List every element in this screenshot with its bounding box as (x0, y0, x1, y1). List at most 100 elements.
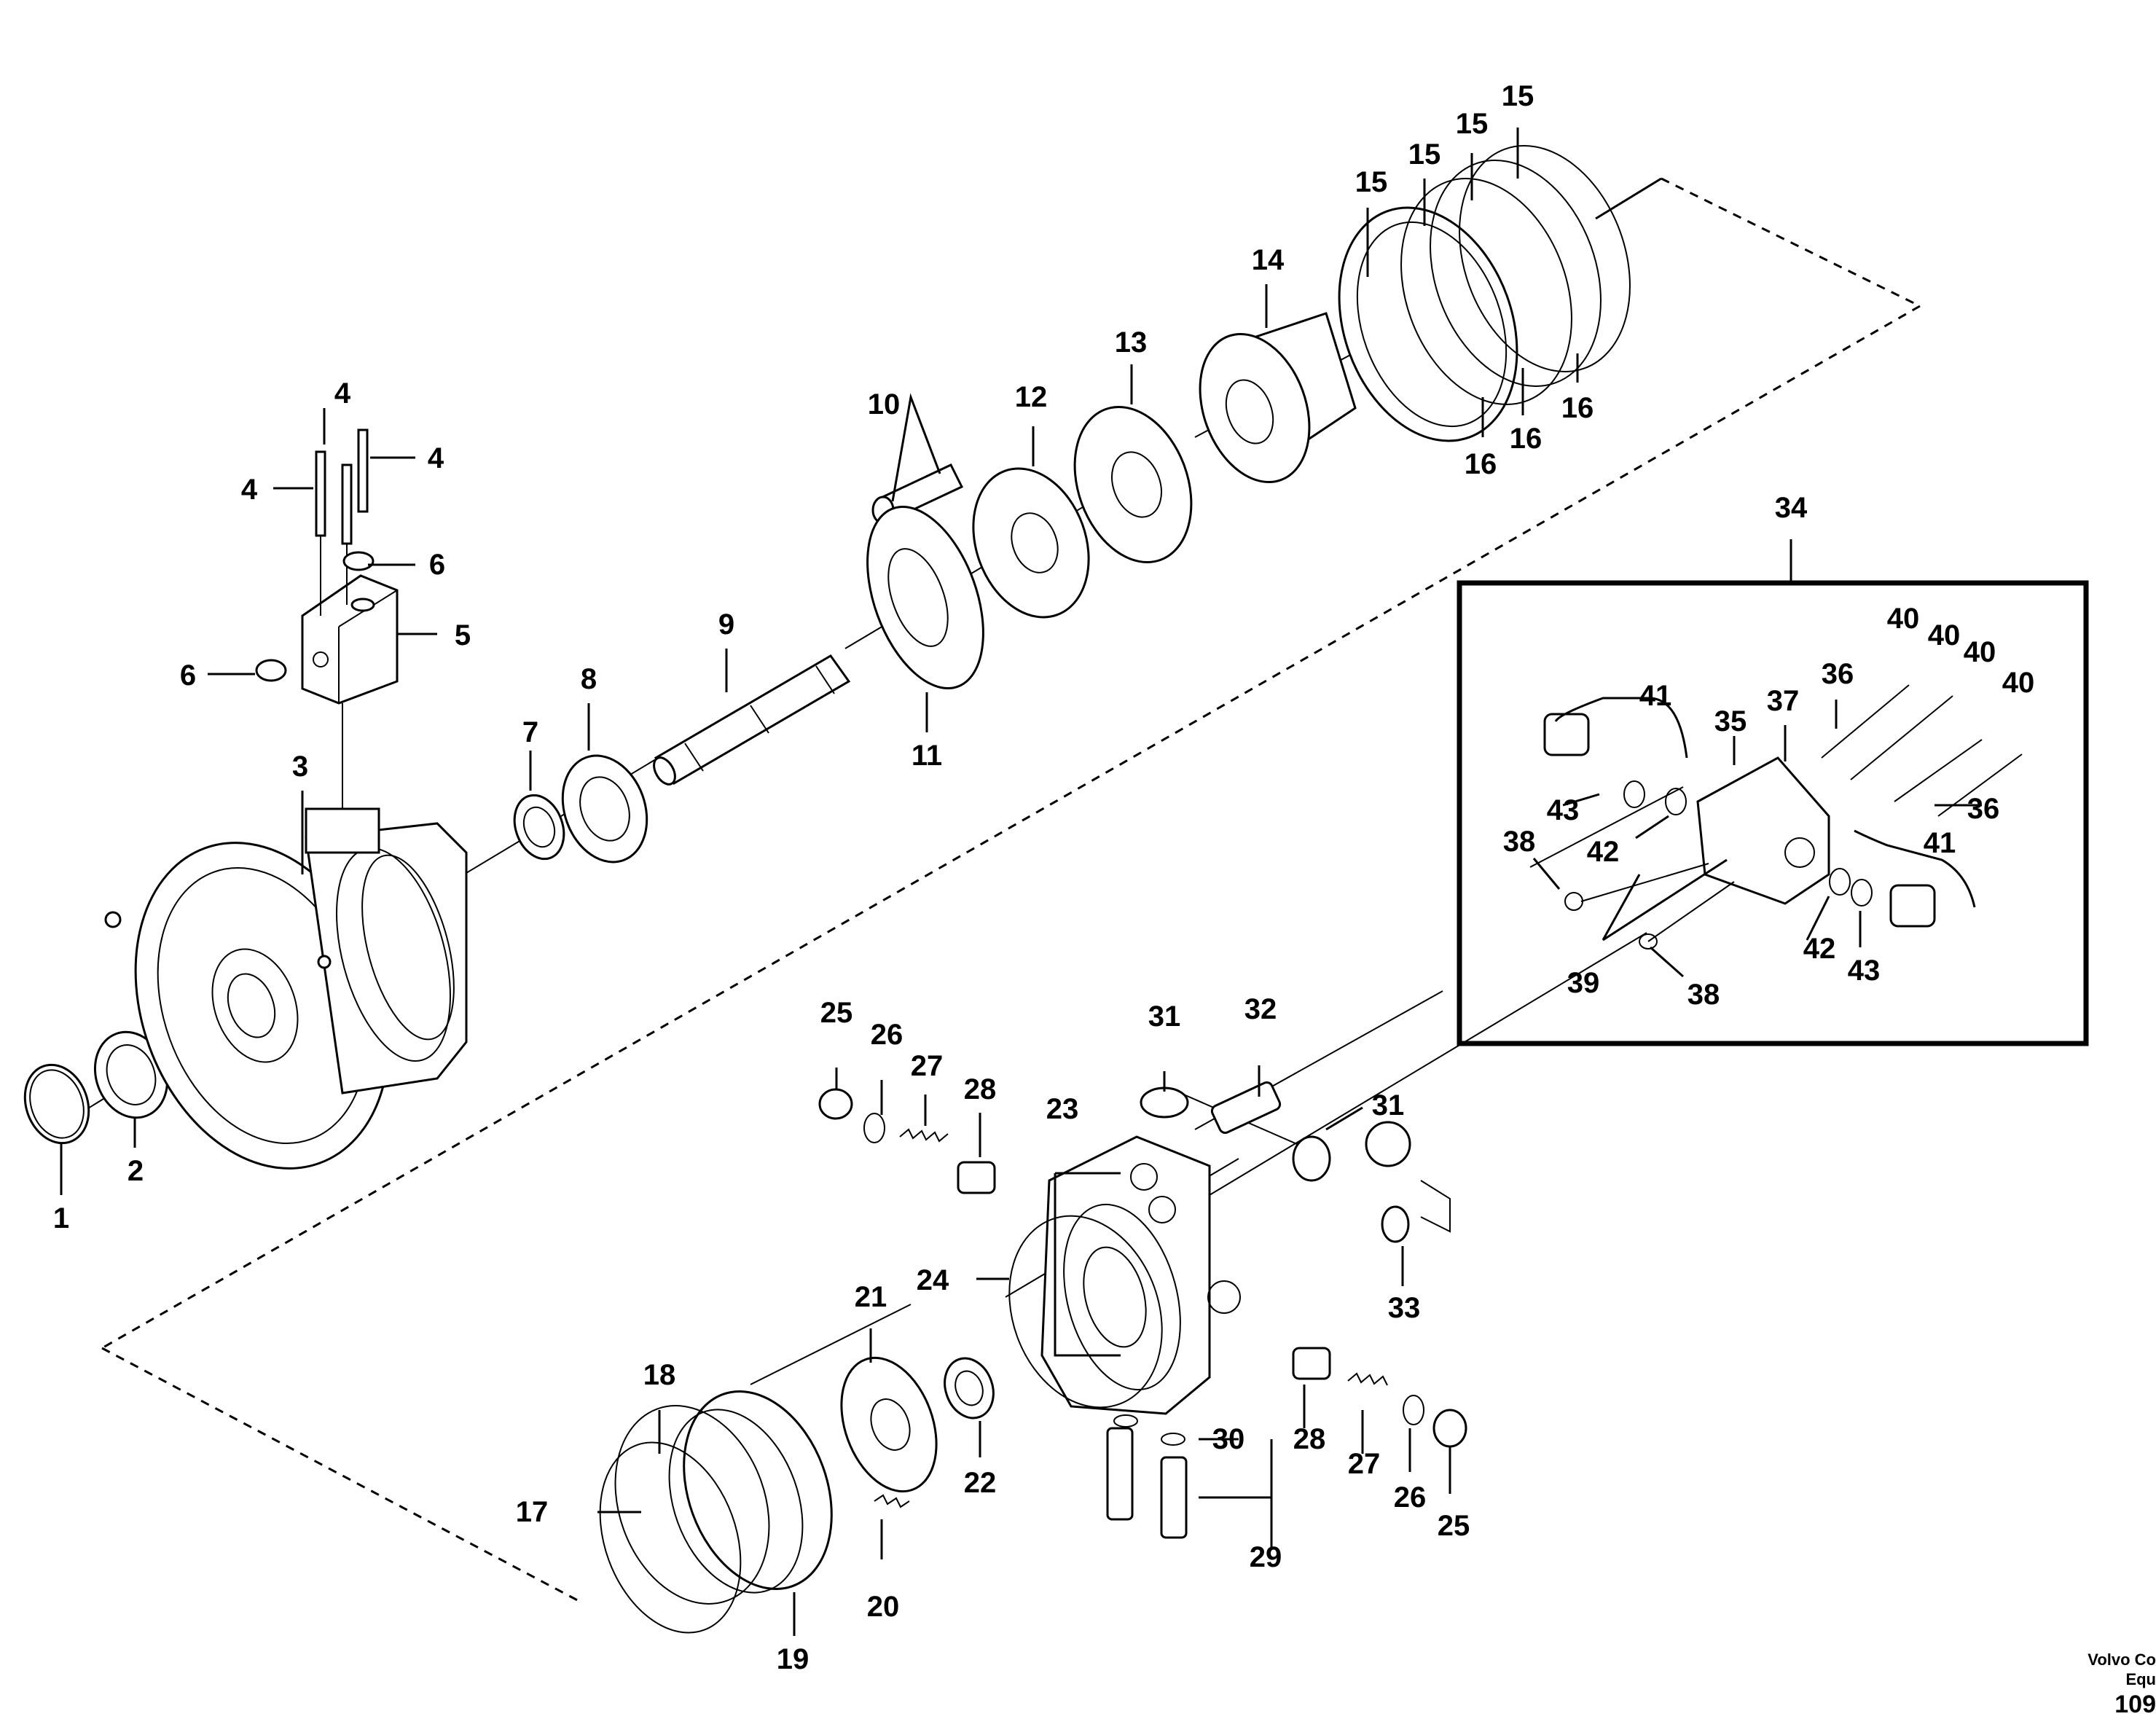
callout-1: 1 (53, 1202, 69, 1234)
callout-42a: 42 (1587, 836, 1620, 868)
callout-14: 14 (1252, 244, 1285, 276)
callout-16b: 16 (1510, 423, 1542, 455)
cylinder-block-part-14 (1199, 312, 1357, 484)
spool-part-28 (957, 1161, 1331, 1380)
callout-6a: 6 (429, 549, 445, 581)
seal-ring-part-18 (614, 1405, 770, 1605)
callout-16a: 16 (1465, 448, 1497, 480)
o-ring-part-24 (1008, 1215, 1163, 1409)
assembly-boundary (101, 177, 1921, 1605)
callout-15a: 15 (1355, 166, 1388, 198)
cartridge-part-29 (1106, 1427, 1188, 1539)
callout-32: 32 (1244, 993, 1277, 1025)
leader-lines (60, 128, 1982, 1636)
rear-cover-part-23 (1040, 1135, 1241, 1415)
callout-28b: 28 (1293, 1423, 1326, 1455)
callout-10: 10 (868, 388, 901, 420)
callout-2: 2 (128, 1155, 144, 1187)
snap-ring-part-1 (23, 1063, 90, 1145)
plugs-part-6 (255, 551, 375, 682)
callout-26b: 26 (1394, 1481, 1427, 1514)
callout-41b: 41 (1924, 827, 1956, 859)
callout-26a: 26 (871, 1019, 903, 1051)
spring-part-27 (899, 1128, 1388, 1386)
callout-8: 8 (581, 663, 597, 695)
callout-33: 33 (1388, 1292, 1421, 1324)
callout-29: 29 (1250, 1541, 1282, 1573)
callout-40b: 40 (1928, 619, 1961, 651)
callout-36a: 36 (1822, 658, 1854, 690)
callout-27b: 27 (1348, 1448, 1381, 1480)
callout-37: 37 (1767, 685, 1800, 717)
callout-39: 39 (1567, 967, 1600, 999)
callout-4b: 4 (241, 474, 258, 506)
callout-40c: 40 (1964, 636, 1996, 668)
callout-38a: 38 (1503, 826, 1536, 858)
callout-34: 34 (1775, 492, 1808, 524)
callout-11: 11 (912, 740, 942, 772)
shaft-part-9 (653, 654, 851, 786)
callout-25b: 25 (1438, 1510, 1470, 1542)
footer-line-3: 109 (2114, 1691, 2156, 1718)
callout-15b: 15 (1408, 138, 1441, 171)
callout-7: 7 (522, 716, 538, 748)
seal-ring-part-17 (599, 1441, 742, 1634)
callout-31a: 31 (1148, 1001, 1181, 1033)
spring-part-20 (874, 1494, 910, 1508)
motor-housing-part-3 (104, 807, 468, 1170)
bolts-part-4 (315, 428, 369, 616)
callout-20: 20 (867, 1591, 900, 1623)
brake-piston-part-19 (668, 1390, 833, 1594)
callout-22: 22 (964, 1467, 997, 1499)
o-ring-part-30 (1113, 1414, 1185, 1446)
bearing-part-7 (513, 794, 565, 861)
callout-15d: 15 (1502, 80, 1534, 112)
callout-40a: 40 (1887, 603, 1920, 635)
callout-36b: 36 (1967, 793, 2000, 825)
callout-41a: 41 (1639, 680, 1672, 712)
callout-15c: 15 (1456, 108, 1489, 140)
callout-12: 12 (1015, 381, 1048, 413)
callout-38b: 38 (1687, 979, 1720, 1011)
check-valve-part-32 (1210, 1081, 1282, 1135)
callout-6b: 6 (180, 659, 196, 692)
callout-25a: 25 (820, 997, 853, 1029)
valve-plate-part-13 (1073, 405, 1193, 564)
footer-line-2: Equ (2125, 1670, 2156, 1688)
callout-35: 35 (1714, 705, 1747, 737)
inset-box-part-34 (1457, 539, 2089, 1046)
o-ring-part-26 (863, 1113, 1424, 1425)
callout-40d: 40 (2002, 667, 2035, 699)
callout-23: 23 (1046, 1093, 1079, 1125)
callout-27a: 27 (911, 1050, 944, 1082)
callout-24: 24 (917, 1264, 949, 1296)
bearing-part-22 (944, 1357, 995, 1420)
footer-line-1: Volvo Co (2088, 1651, 2156, 1669)
callout-13: 13 (1115, 326, 1148, 359)
valve-plate-part-21 (840, 1356, 938, 1493)
relief-valve-part-33 (1365, 1121, 1451, 1243)
callout-4a: 4 (334, 377, 351, 410)
callout-42b: 42 (1803, 933, 1836, 965)
callout-43b: 43 (1848, 955, 1881, 987)
callout-5: 5 (455, 619, 471, 651)
friction-plates-part-15 (1338, 145, 1631, 442)
valve-block-part-5 (301, 574, 399, 809)
callout-18: 18 (643, 1359, 676, 1391)
callout-21: 21 (855, 1281, 887, 1313)
swash-plate-part-11 (866, 506, 984, 689)
callout-labels: 1 2 3 4 4 4 5 6 6 7 8 9 10 11 12 13 14 1… (53, 80, 2034, 1675)
callout-30: 30 (1212, 1423, 1245, 1455)
bearing-part-8 (561, 754, 648, 864)
callout-43a: 43 (1547, 794, 1580, 826)
callout-4c: 4 (428, 442, 444, 474)
callout-28a: 28 (964, 1073, 997, 1105)
callout-17: 17 (516, 1496, 549, 1528)
callout-9: 9 (718, 608, 734, 641)
callout-3: 3 (292, 751, 308, 783)
callout-16c: 16 (1561, 392, 1594, 424)
retainer-plate-part-12 (972, 467, 1090, 619)
callout-19: 19 (777, 1643, 810, 1675)
callout-31b: 31 (1372, 1089, 1405, 1121)
